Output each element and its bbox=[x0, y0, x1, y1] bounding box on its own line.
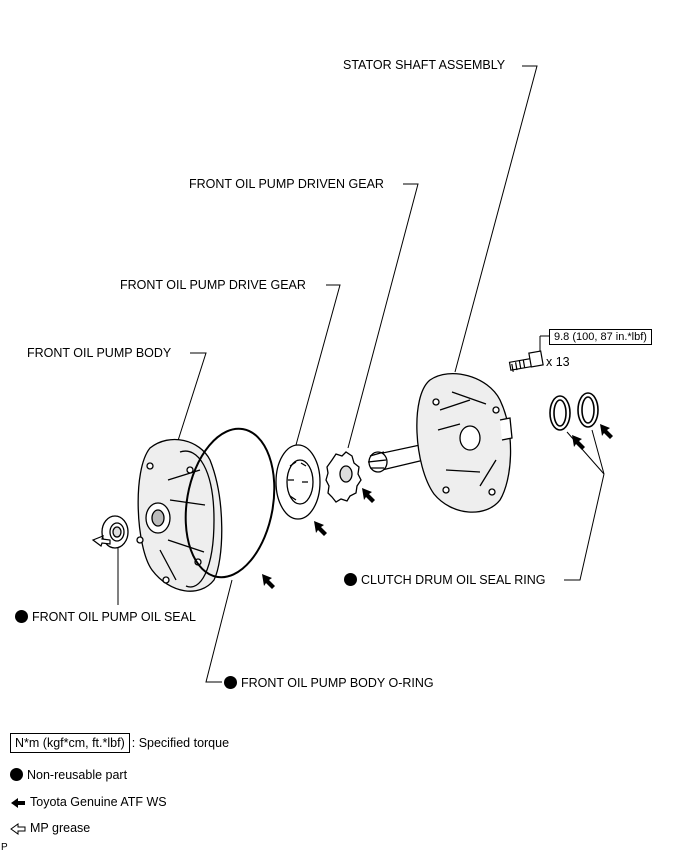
atf-arrows bbox=[262, 424, 613, 589]
label-pump-body: FRONT OIL PUMP BODY bbox=[27, 346, 172, 360]
bolt-count: x 13 bbox=[546, 355, 570, 369]
non-reusable-dot-icon bbox=[224, 676, 237, 689]
atf-arrow-o-ring bbox=[262, 574, 275, 589]
legend-atf: Toyota Genuine ATF WS bbox=[10, 794, 167, 810]
pump-body-part bbox=[136, 438, 223, 592]
leader-stator-shaft bbox=[454, 65, 538, 373]
torque-spec-box: 9.8 (100, 87 in.*lbf) bbox=[549, 329, 652, 345]
bolt-part bbox=[508, 350, 544, 372]
label-drive-gear: FRONT OIL PUMP DRIVE GEAR bbox=[120, 278, 306, 292]
legend-torque-text: : Specified torque bbox=[131, 736, 230, 750]
drive-gear-part bbox=[275, 444, 321, 520]
o-ring-part bbox=[184, 427, 276, 579]
leader-clutch-seal bbox=[564, 473, 605, 581]
leader-clutch-seal-b bbox=[591, 429, 605, 475]
label-clutch-seal-ring-text: CLUTCH DRUM OIL SEAL RING bbox=[361, 573, 546, 587]
label-o-ring: FRONT OIL PUMP BODY O-RING bbox=[224, 676, 434, 690]
legend-grease-text: MP grease bbox=[30, 821, 91, 835]
legend-grease: MP grease bbox=[10, 820, 90, 836]
atf-arrow-ring-1 bbox=[572, 435, 585, 450]
non-reusable-dot-icon bbox=[344, 573, 357, 586]
label-clutch-seal-ring: CLUTCH DRUM OIL SEAL RING bbox=[344, 573, 546, 587]
legend-atf-text: Toyota Genuine ATF WS bbox=[30, 795, 167, 809]
stator-shaft-part bbox=[367, 372, 513, 513]
atf-arrow-ring-2 bbox=[600, 424, 613, 439]
label-stator-shaft: STATOR SHAFT ASSEMBLY bbox=[343, 58, 506, 72]
non-reusable-dot-icon bbox=[15, 610, 28, 623]
label-driven-gear: FRONT OIL PUMP DRIVEN GEAR bbox=[189, 177, 384, 191]
legend-torque-box: N*m (kgf*cm, ft.*lbf) bbox=[10, 733, 130, 753]
atf-arrow-drive-gear bbox=[314, 521, 327, 536]
driven-gear-part bbox=[325, 451, 362, 503]
label-oil-seal-text: FRONT OIL PUMP OIL SEAL bbox=[32, 610, 196, 624]
atf-arrow-icon bbox=[11, 798, 25, 808]
grease-arrow-icon bbox=[10, 823, 26, 835]
label-o-ring-text: FRONT OIL PUMP BODY O-RING bbox=[241, 676, 434, 690]
corner-mark: P bbox=[1, 842, 8, 853]
leader-pump-body bbox=[174, 352, 207, 451]
leader-drive-gear bbox=[295, 284, 341, 446]
legend-non-reusable: Non-reusable part bbox=[10, 767, 127, 783]
legend-non-reusable-text: Non-reusable part bbox=[27, 768, 128, 782]
leader-driven-gear bbox=[347, 183, 419, 449]
grease-arrow-oil-seal bbox=[91, 534, 111, 547]
label-oil-seal: FRONT OIL PUMP OIL SEAL bbox=[15, 610, 196, 624]
leader-o-ring bbox=[205, 579, 233, 683]
legend-torque: N*m (kgf*cm, ft.*lbf): Specified torque bbox=[10, 733, 229, 753]
non-reusable-dot-icon bbox=[10, 768, 23, 781]
seal-rings-part bbox=[549, 392, 599, 431]
atf-arrow-driven-gear bbox=[362, 488, 375, 503]
